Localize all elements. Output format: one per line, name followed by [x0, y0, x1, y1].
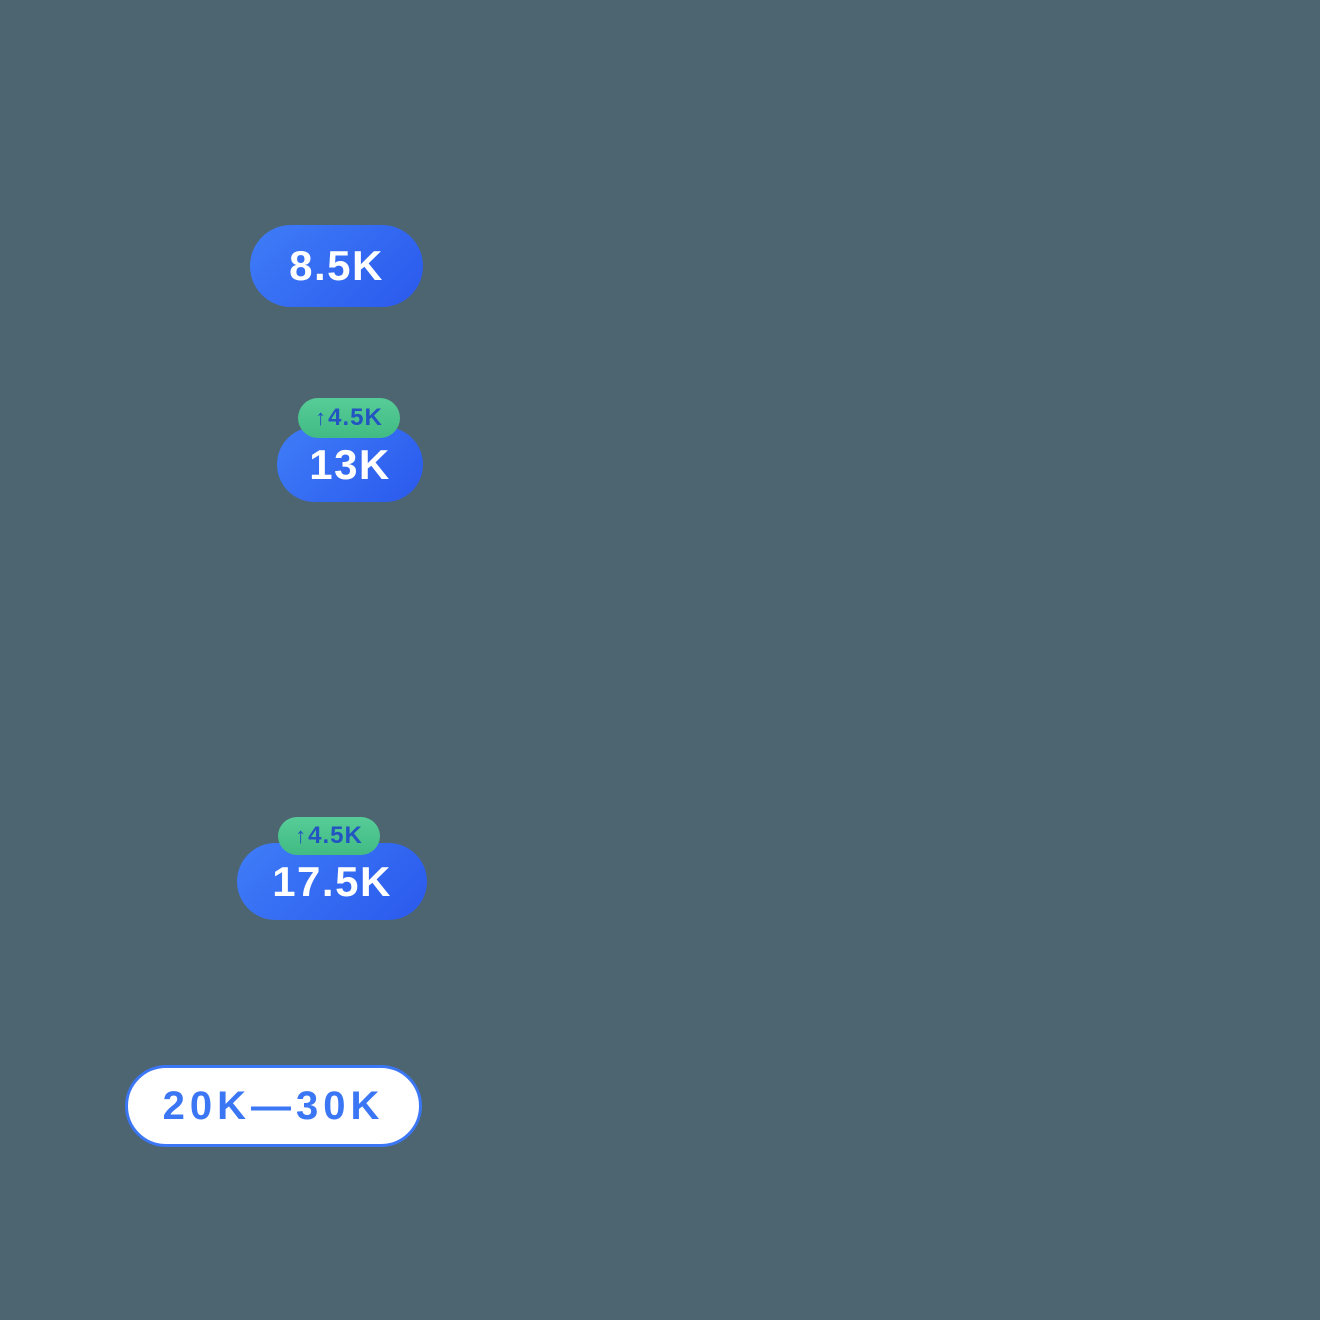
up-arrow-icon: ↑ — [315, 405, 328, 430]
value-pill-8-5k-label: 8.5K — [289, 242, 384, 289]
value-pill-13k: 13K — [277, 427, 423, 502]
value-pill-13k-label: 13K — [309, 440, 391, 488]
range-chip-label: 20K—30K — [162, 1083, 385, 1128]
value-pill-17-5k: 17.5K — [237, 843, 427, 920]
delta-badge-13k: ↑ 4.5K — [298, 398, 400, 438]
up-arrow-icon: ↑ — [295, 823, 308, 848]
delta-badge-17-5k-label: 4.5K — [308, 822, 363, 849]
range-chip[interactable]: 20K—30K — [125, 1065, 422, 1147]
value-pill-8-5k: 8.5K — [250, 225, 423, 307]
delta-badge-13k-label: 4.5K — [328, 404, 383, 431]
delta-badge-17-5k: ↑ 4.5K — [278, 817, 380, 855]
value-pill-17-5k-label: 17.5K — [272, 857, 392, 905]
